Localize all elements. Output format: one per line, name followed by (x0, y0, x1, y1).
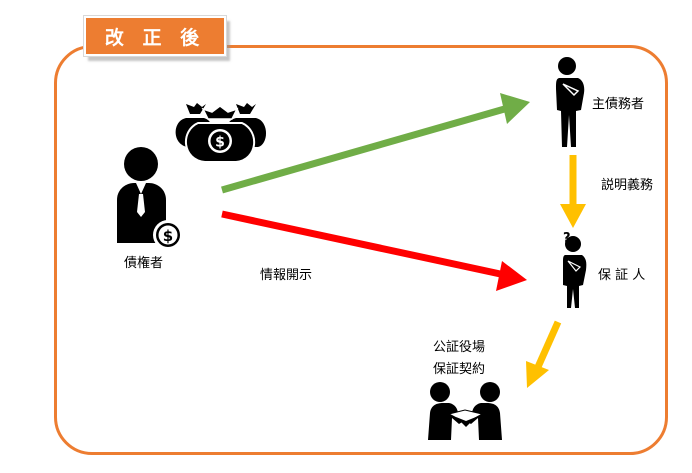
money-bags-icon: $ (175, 103, 267, 163)
thinking-person-icon (556, 57, 585, 147)
arrow-creditor-to-debtor (221, 93, 530, 194)
businessman-dollar-icon: $ (117, 147, 183, 250)
notary-label: 公証役場 (433, 340, 486, 355)
svg-text:$: $ (163, 227, 173, 245)
svg-text:$: $ (215, 135, 225, 151)
arrow-debtor-to-guarantor (560, 155, 586, 228)
question-mark-icon: ? (563, 231, 571, 246)
banner-title: 改 正 後 (104, 26, 206, 49)
title-banner: 改 正 後 (83, 15, 227, 57)
thinking-person-icon (563, 236, 587, 308)
arrow-guarantor-to-meeting (526, 320, 562, 388)
arrow-creditor-to-guarantor (221, 210, 527, 291)
duty-label: 説明義務 (601, 178, 654, 193)
meeting-handshake-icon (428, 382, 502, 440)
guarantor-label: 保 証 人 (598, 268, 646, 283)
contract-label: 保証契約 (433, 362, 486, 377)
disclosure-label: 情報開示 (260, 268, 313, 283)
creditor-label: 債権者 (124, 256, 164, 271)
debtor-label: 主債務者 (592, 97, 645, 112)
